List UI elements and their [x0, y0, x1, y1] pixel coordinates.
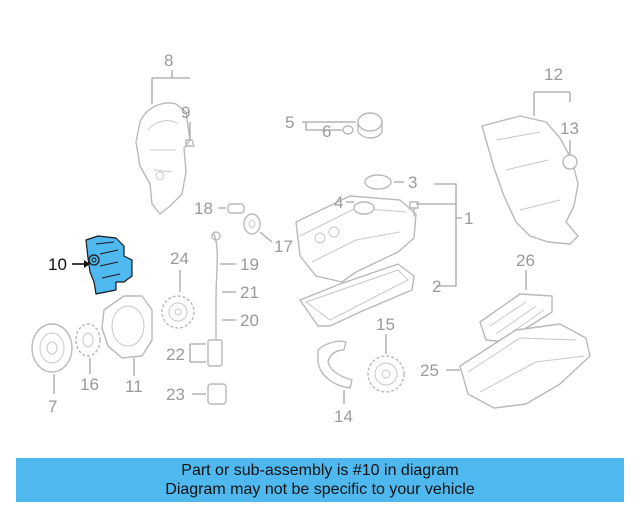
- cover-bolt: [409, 201, 419, 217]
- part-25-oil-pan[interactable]: 25: [420, 323, 591, 409]
- part-7-crank-pulley[interactable]: 7: [31, 323, 73, 416]
- part-18-sensor[interactable]: 18: [194, 199, 245, 218]
- part-17-pulley[interactable]: 17: [243, 213, 293, 256]
- callout-26: 26: [516, 251, 535, 270]
- banner-line-2: Diagram may not be specific to your vehi…: [165, 481, 475, 498]
- callout-5: 5: [285, 113, 294, 132]
- callout-8: 8: [164, 51, 173, 70]
- callout-9: 9: [181, 103, 190, 122]
- part-1-valve-cover[interactable]: 1: [295, 183, 473, 287]
- callout-1: 1: [464, 209, 473, 228]
- callout-18: 18: [194, 199, 213, 218]
- callout-24: 24: [170, 249, 189, 268]
- part-11-lower-timing-cover[interactable]: 11: [101, 295, 153, 396]
- parts-diagram: 8 9 5 6 12 13 3: [31, 51, 591, 426]
- part-20-seal[interactable]: 20: [222, 311, 259, 330]
- part-6-cap-seal[interactable]: 6: [305, 122, 354, 141]
- part-23-sensor[interactable]: 23: [166, 383, 227, 405]
- callout-4: 4: [334, 193, 343, 212]
- part-21-tube[interactable]: 21: [222, 283, 259, 302]
- part-3-gasket[interactable]: 3: [364, 173, 417, 192]
- part-22-guide[interactable]: 22: [166, 339, 223, 367]
- callout-14: 14: [334, 407, 353, 426]
- banner-line-1: Part or sub-assembly is #10 in diagram: [181, 462, 459, 479]
- callout-12: 12: [544, 65, 563, 84]
- callout-15: 15: [376, 315, 395, 334]
- callout-10: 10: [48, 255, 67, 274]
- callout-3: 3: [408, 173, 417, 192]
- part-10-timing-belt-cover-highlighted[interactable]: 10: [48, 235, 133, 295]
- part-13-seal[interactable]: 13: [560, 119, 579, 170]
- callout-13: 13: [560, 119, 579, 138]
- callout-22: 22: [166, 345, 185, 364]
- callout-19: 19: [240, 255, 259, 274]
- callout-25: 25: [420, 361, 439, 380]
- callout-11: 11: [125, 377, 143, 396]
- callout-7: 7: [48, 397, 57, 416]
- part-5-oil-filler-cap[interactable]: 5: [285, 112, 383, 139]
- part-12-rear-timing-cover[interactable]: 12: [481, 65, 579, 245]
- callout-16: 16: [80, 375, 99, 394]
- part-19-dipstick[interactable]: 19: [211, 231, 259, 341]
- callout-20: 20: [240, 311, 259, 330]
- part-16-crank-sprocket[interactable]: 16: [75, 323, 101, 394]
- callout-2: 2: [432, 277, 441, 296]
- part-4-filler-neck[interactable]: 4: [334, 193, 354, 212]
- part-8-upper-timing-cover[interactable]: 8: [135, 51, 191, 215]
- callout-6: 6: [322, 122, 331, 141]
- callout-23: 23: [166, 385, 185, 404]
- part-2-cover-gasket[interactable]: 2: [299, 263, 441, 327]
- part-9-bolt[interactable]: 9: [181, 103, 195, 147]
- part-24-sprocket[interactable]: 24: [161, 249, 195, 329]
- part-15-cam-sprocket[interactable]: 15: [367, 315, 405, 393]
- part-14-guide-rail[interactable]: 14: [317, 340, 353, 426]
- callout-17: 17: [274, 237, 293, 256]
- info-banner: Part or sub-assembly is #10 in diagram D…: [16, 458, 624, 502]
- callout-21: 21: [240, 283, 259, 302]
